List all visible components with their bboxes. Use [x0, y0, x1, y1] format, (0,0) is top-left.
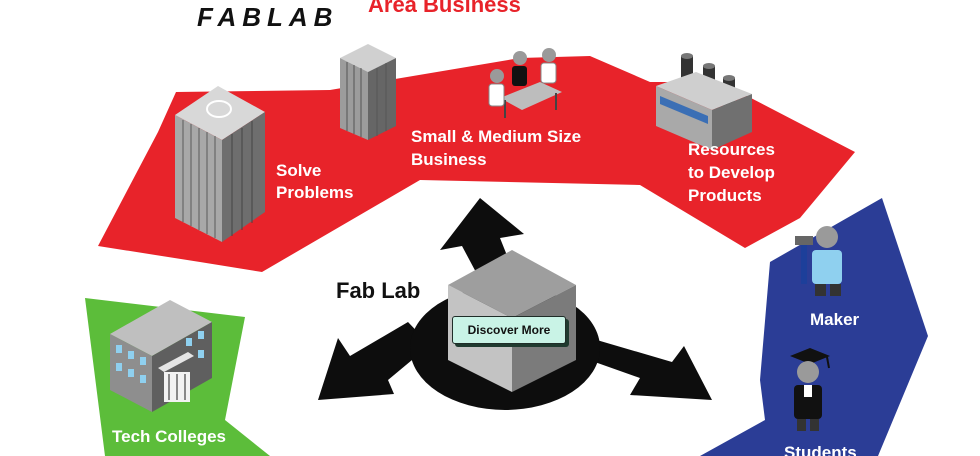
factory-icon — [656, 53, 752, 150]
graduate-student-icon — [790, 348, 830, 431]
solve-problems-label: Solve Problems — [276, 161, 353, 202]
office-tower-icon — [340, 44, 396, 140]
tech-colleges-label: Tech Colleges — [112, 427, 226, 446]
area-business-title: Area Business — [368, 0, 521, 17]
discover-more-button[interactable]: Discover More — [452, 316, 566, 344]
hq-building-icon — [175, 86, 265, 242]
maker-person-icon — [795, 226, 842, 296]
meeting-people-icon — [488, 48, 562, 118]
maker-students-band — [700, 198, 928, 456]
fab-lab-center-label: Fab Lab — [336, 278, 420, 303]
college-building-icon — [110, 300, 212, 412]
resources-label: Resources to Develop Products — [688, 140, 780, 205]
sme-label: Small & Medium Size Business — [411, 127, 586, 169]
students-label: Students — [784, 443, 857, 456]
fablab-logo[interactable]: FABLAB — [197, 2, 339, 32]
maker-label: Maker — [810, 310, 860, 329]
